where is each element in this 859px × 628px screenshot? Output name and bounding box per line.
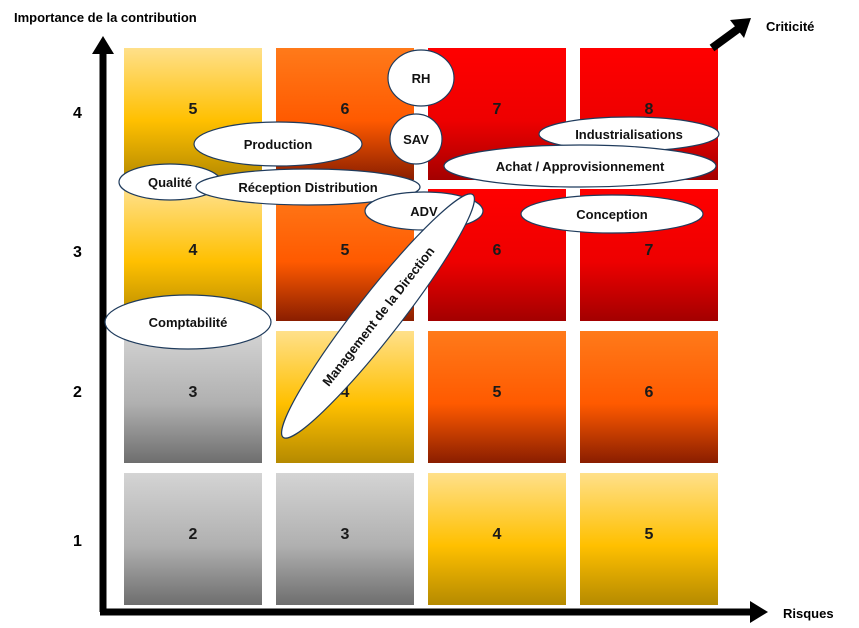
cell-value: 4 [189, 242, 198, 259]
bubble-label: RH [412, 71, 431, 86]
bubble-label: ADV [410, 204, 438, 219]
matrix-cell [428, 473, 566, 605]
cell-value: 5 [189, 101, 198, 118]
bubble-shape [193, 121, 363, 167]
cell-value: 7 [493, 101, 502, 118]
process-bubble: Achat / Approvisionnement [443, 144, 717, 188]
bubble-shape [443, 144, 717, 188]
process-bubble: SAV [389, 113, 443, 165]
cell-value: 6 [493, 242, 502, 259]
bubble-label: Qualité [148, 175, 192, 190]
bubble-label: SAV [403, 132, 429, 147]
row-labels: 4 3 2 1 [73, 105, 82, 550]
cell-value: 3 [189, 384, 198, 401]
cell-value: 3 [341, 526, 350, 543]
process-bubble: Réception Distribution [195, 168, 421, 206]
bubble-label: Conception [576, 207, 648, 222]
process-bubble: RH [387, 49, 455, 107]
matrix-cell [124, 473, 262, 605]
matrix-cell [580, 331, 718, 463]
bubble-label: Industrialisations [575, 127, 683, 142]
y-axis-title: Importance de la contribution [14, 10, 197, 25]
bubble-shape [195, 168, 421, 206]
bubble-shape [387, 49, 455, 107]
diag-arrowhead [730, 18, 751, 38]
bubble-label: Production [244, 137, 313, 152]
y-axis-arrowhead [92, 36, 114, 54]
cell-value: 8 [645, 101, 654, 118]
cell-value: 6 [645, 384, 654, 401]
process-bubble: Comptabilité [104, 294, 272, 350]
process-bubble: Conception [520, 194, 704, 234]
bubble-shape [281, 193, 475, 439]
matrix-cell [580, 473, 718, 605]
process-bubble: Qualité [118, 163, 222, 201]
cell-value: 6 [341, 101, 350, 118]
bubble-shape [104, 294, 272, 350]
bubble-label: Réception Distribution [238, 180, 377, 195]
cell-value: 4 [341, 384, 350, 401]
cell-value: 5 [493, 384, 502, 401]
diag-axis-title: Criticité [766, 19, 814, 34]
process-bubble: Production [193, 121, 363, 167]
cell-value: 2 [189, 526, 198, 543]
cell-value: 5 [341, 242, 350, 259]
row-label: 4 [73, 105, 82, 122]
matrix-cell [428, 331, 566, 463]
cell-value: 4 [493, 526, 502, 543]
row-label: 3 [73, 244, 82, 261]
x-axis-arrowhead [750, 601, 768, 623]
bubble-label: Achat / Approvisionnement [496, 159, 665, 174]
diag-arrow-line [709, 25, 741, 52]
axes [92, 18, 768, 623]
bubble-shape [389, 113, 443, 165]
bubble-shape [520, 194, 704, 234]
cell-value: 5 [645, 526, 654, 543]
cell-value: 7 [645, 242, 654, 259]
x-axis-title: Risques [783, 606, 834, 621]
row-label: 2 [73, 384, 82, 401]
bubble-label: Comptabilité [149, 315, 228, 330]
matrix-cell [276, 473, 414, 605]
row-label: 1 [73, 533, 82, 550]
process-bubble: Industrialisations [538, 116, 720, 152]
matrix-cell [124, 331, 262, 463]
